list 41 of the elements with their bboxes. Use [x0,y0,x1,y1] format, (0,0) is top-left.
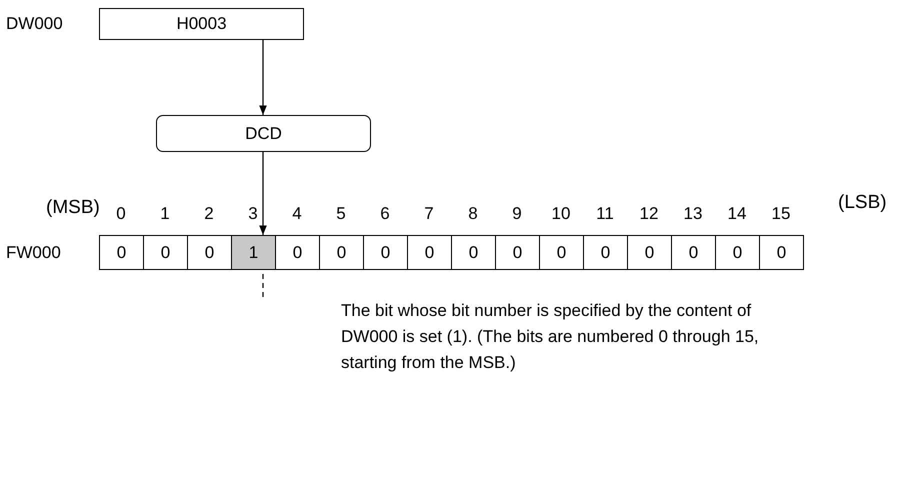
bit-number: 8 [468,204,478,224]
bit-cell: 0 [671,235,716,270]
arrow [259,152,267,235]
instruction-box: DCD [156,115,371,152]
bit-cell: 0 [451,235,496,270]
bit-cell: 0 [583,235,628,270]
bit-number: 12 [640,204,658,224]
bit-number: 15 [772,204,790,224]
bit-cell: 0 [143,235,188,270]
bit-cell: 0 [187,235,232,270]
bit-number: 11 [596,204,614,224]
data-box: H0003 [99,8,304,40]
register-label: FW000 [6,242,61,262]
bit-cell: 0 [319,235,364,270]
bit-cell: 0 [759,235,804,270]
bit-number: 9 [512,204,522,224]
bit-number: 7 [424,204,434,224]
bit-cell: 0 [495,235,540,270]
bit-number: 1 [160,204,170,224]
bit-cell: 0 [539,235,584,270]
lsb-label: (LSB) [838,192,887,214]
bit-number: 2 [204,204,214,224]
bit-number: 5 [336,204,346,224]
register-label: DW000 [6,14,63,34]
bit-cell: 0 [99,235,144,270]
arrow [259,40,267,115]
note-text: The bit whose bit number is specified by the content of DW000 is set (1). (The bits are numbered 0 through 15, starting from the MSB.) [341,300,760,374]
bit-cell: 0 [407,235,452,270]
bit-cell: 0 [363,235,408,270]
msb-label: (MSB) [46,197,100,219]
bit-number: 0 [116,204,126,224]
bit-number: 6 [380,204,390,224]
bit-cell: 0 [715,235,760,270]
bit-number: 13 [684,204,702,224]
bit-number: 14 [728,204,746,224]
bit-cell: 0 [275,235,320,270]
bit-number: 10 [552,204,570,224]
bit-cell: 1 [231,235,276,270]
bit-number: 4 [292,204,302,224]
bit-number: 3 [248,204,258,224]
bit-cell: 0 [627,235,672,270]
